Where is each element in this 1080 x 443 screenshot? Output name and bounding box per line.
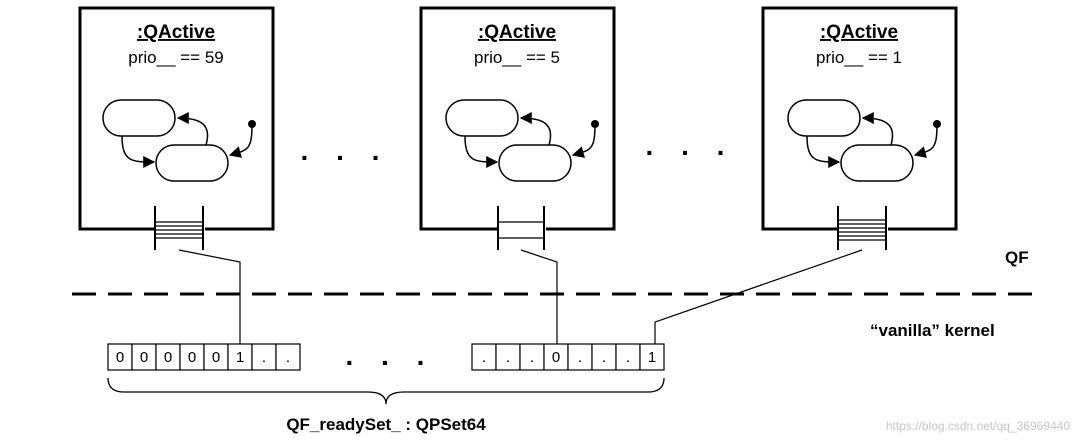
ellipsis-between-bit-groups: . . . <box>346 340 435 371</box>
active-object-priority: prio__ == 1 <box>816 48 902 67</box>
ready-set-bit-cell: 0 <box>155 343 181 371</box>
ready-set-bit-value: 0 <box>188 349 196 366</box>
qf-layer-label: QF <box>1005 248 1029 267</box>
ready-set-bit-cell: 0 <box>131 343 157 371</box>
active-object-priority: prio__ == 5 <box>474 48 560 67</box>
ready-set-bit-value: . <box>626 349 630 366</box>
ellipsis-between-objects-2: . . . <box>646 130 735 161</box>
ready-set-bit-value: . <box>482 349 486 366</box>
active-object-prio-1: :QActive prio__ == 1 <box>761 6 958 250</box>
active-object-title: :QActive <box>478 22 556 43</box>
ready-set-bit-cell: 0 <box>179 343 205 371</box>
ready-set-bit-cell: . <box>615 343 641 371</box>
ready-set-bit-cell: 1 <box>227 343 253 371</box>
ready-set-bit-cell: 0 <box>107 343 133 371</box>
ready-set-bit-value: 0 <box>140 349 148 366</box>
ready-set-bit-value: . <box>262 349 266 366</box>
kernel-layer-label: “vanilla” kernel <box>870 321 995 340</box>
ready-set-bit-value: 0 <box>116 349 124 366</box>
event-queue-icon <box>497 206 546 250</box>
ready-set-bit-cell: . <box>591 343 617 371</box>
ready-set-bit-cell: . <box>251 343 277 371</box>
ellipsis-between-objects-1: . . . <box>301 135 390 166</box>
state-machine-icon <box>445 99 599 182</box>
state-machine-icon <box>102 99 256 182</box>
ready-set-bits-right: ... 0... 1 <box>471 343 665 371</box>
ready-set-bit-cell: . <box>471 343 497 371</box>
state-machine-icon <box>787 99 941 182</box>
active-object-title: :QActive <box>820 22 898 43</box>
ready-set-bit-cell: 1 <box>639 343 665 371</box>
queue-to-ready-set-connectors <box>178 249 863 344</box>
ready-set-bit-cell: . <box>495 343 521 371</box>
ready-set-bit-cell: 0 <box>203 343 229 371</box>
ready-set-bit-value: 1 <box>236 349 244 366</box>
ready-set-bit-value: . <box>506 349 510 366</box>
ready-set-bit-cell: . <box>275 343 301 371</box>
ready-set-brace <box>107 377 665 405</box>
ready-set-bit-value: . <box>286 349 290 366</box>
ready-set-bit-value: 1 <box>648 349 656 366</box>
ready-set-bit-cell: . <box>567 343 593 371</box>
ready-set-bit-value: . <box>578 349 582 366</box>
active-object-box <box>78 6 275 231</box>
watermark: https://blog.csdn.net/qq_36969440 <box>886 419 1070 433</box>
active-object-prio-5: :QActive prio__ == 5 <box>419 6 616 250</box>
ready-set-bit-value: . <box>530 349 534 366</box>
active-object-title: :QActive <box>137 22 215 43</box>
ready-set-label: QF_readySet_ : QPSet64 <box>286 415 486 434</box>
event-queue-icon <box>837 206 888 250</box>
active-object-prio-59: :QActive prio__ == 59 <box>78 6 275 250</box>
ready-set-bit-value: 0 <box>164 349 172 366</box>
event-queue-icon <box>154 206 205 250</box>
ready-set-bit-value: . <box>602 349 606 366</box>
ready-set-bit-cell: . <box>519 343 545 371</box>
active-object-priority: prio__ == 59 <box>128 48 223 67</box>
ready-set-bit-value: 0 <box>552 349 560 366</box>
ready-set-bit-value: 0 <box>212 349 220 366</box>
ready-set-bit-cell: 0 <box>543 343 569 371</box>
